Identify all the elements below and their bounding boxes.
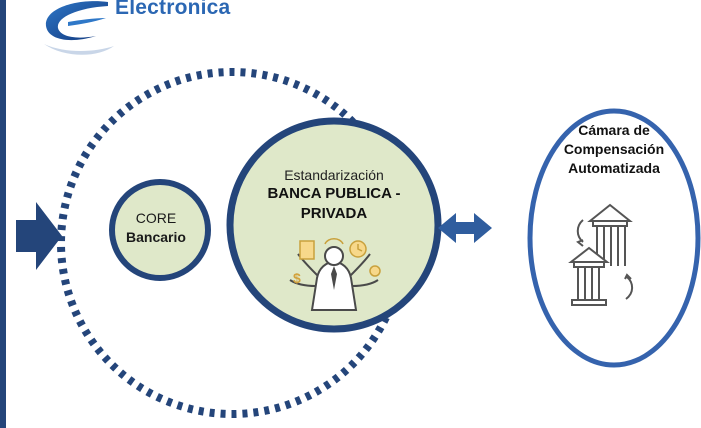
standardization-circle (226, 117, 442, 333)
double-arrow-icon (438, 213, 492, 243)
svg-text:$: $ (293, 270, 301, 286)
clearing-house-label: Cámara de Compensación Automatizada (534, 121, 694, 178)
electronica-logo: Electronica (38, 0, 278, 60)
right-arrow-icon (16, 202, 62, 270)
core-label-line1: CORE (135, 210, 177, 226)
left-accent-bar (0, 0, 6, 428)
core-label-line2: Bancario (126, 229, 186, 245)
core-label: CORE Bancario (112, 209, 200, 247)
bank-exchange-icon (568, 203, 634, 306)
standardization-label: Estandarización BANCA PUBLICA - PRIVADA (238, 166, 430, 224)
logo-text: Electronica (115, 0, 231, 19)
clearing-house-label-line3: Automatizada (568, 160, 660, 176)
clearing-house-label-line1: Cámara de (578, 122, 650, 138)
standardization-label-line2: BANCA PUBLICA - (267, 185, 401, 202)
standardization-label-line1: Estandarización (284, 167, 384, 183)
clearing-house-label-line2: Compensación (563, 141, 665, 157)
standardization-label-line3: PRIVADA (300, 205, 368, 222)
business-person-multitask-icon: $ (289, 238, 381, 311)
swoosh-e-logo-icon (44, 1, 114, 55)
core-circle (109, 179, 211, 281)
